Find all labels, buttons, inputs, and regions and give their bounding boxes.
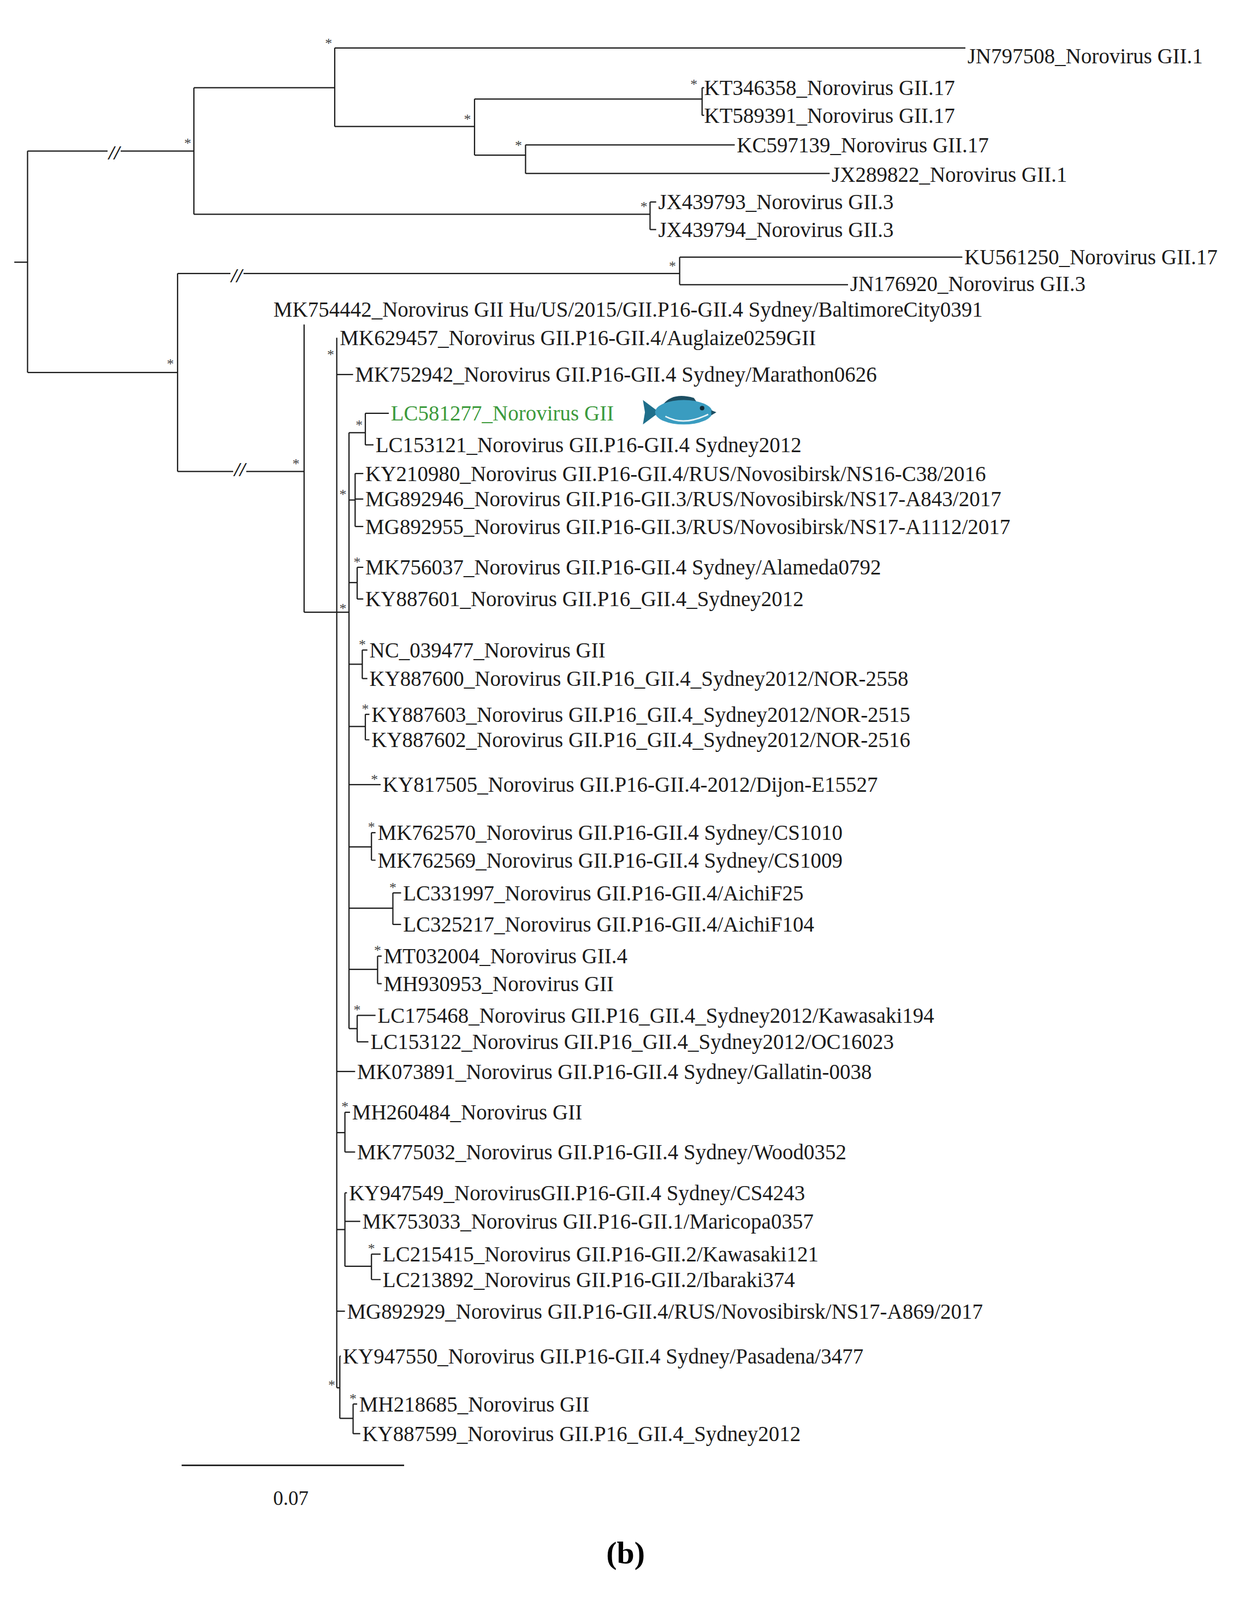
support-asterisk: * <box>514 140 523 151</box>
taxon-label: LC175468_Norovirus GII.P16_GII.4_Sydney2… <box>377 1004 934 1027</box>
support-asterisk: * <box>358 639 366 650</box>
taxon-label: KC597139_Norovirus GII.17 <box>736 134 989 156</box>
taxon-label: MG892946_Norovirus GII.P16-GII.3/RUS/Nov… <box>365 488 1002 510</box>
support-asterisk: * <box>668 261 677 272</box>
taxon-label: MK753033_Norovirus GII.P16-GII.1/Maricop… <box>362 1210 814 1232</box>
tree-branches <box>14 48 966 1434</box>
taxon-label: MT032004_Norovirus GII.4 <box>383 945 628 967</box>
support-asterisk: * <box>690 79 698 90</box>
support-asterisk: * <box>349 1394 357 1404</box>
support-asterisk: * <box>353 557 361 568</box>
scale-bar <box>181 1464 405 1467</box>
support-asterisk: * <box>640 202 648 212</box>
support-asterisk: * <box>463 114 471 125</box>
taxon-label: LC213892_Norovirus GII.P16-GII.2/Ibaraki… <box>382 1269 796 1291</box>
branch-break-mark: // <box>107 143 121 163</box>
support-asterisk: * <box>341 1101 349 1112</box>
taxon-label: KY887600_Norovirus GII.P16_GII.4_Sydney2… <box>369 667 909 690</box>
taxon-label: KU561250_Norovirus GII.17 <box>964 246 1218 268</box>
taxon-label: JX289822_Norovirus GII.1 <box>831 163 1067 186</box>
support-asterisk: * <box>355 420 363 431</box>
support-asterisk: * <box>368 822 376 833</box>
taxon-label: NC_039477_Norovirus GII <box>369 639 606 661</box>
support-asterisk: * <box>327 350 335 360</box>
figure-caption: (b) <box>606 1537 645 1569</box>
taxon-label: KY947550_Norovirus GII.P16-GII.4 Sydney/… <box>342 1345 864 1367</box>
taxon-label: JN797508_Norovirus GII.1 <box>967 45 1203 67</box>
taxon-label: LC215415_Norovirus GII.P16-GII.2/Kawasak… <box>382 1243 819 1265</box>
taxon-label: MK752942_Norovirus GII.P16-GII.4 Sydney/… <box>354 363 877 385</box>
support-asterisk: * <box>362 704 370 715</box>
taxon-label: JN176920_Norovirus GII.3 <box>850 273 1086 295</box>
taxon-label: MH260484_Norovirus GII <box>352 1101 583 1123</box>
taxon-label: JX439794_Norovirus GII.3 <box>657 218 894 241</box>
taxon-label: MK629457_Norovirus GII.P16-GII.4/Auglaiz… <box>339 327 816 349</box>
scale-value: 0.07 <box>273 1487 309 1509</box>
support-asterisk: * <box>167 359 175 370</box>
support-asterisk: * <box>374 945 382 956</box>
support-asterisk: * <box>339 603 347 614</box>
support-asterisk: * <box>370 774 378 785</box>
taxon-label: KY210980_Norovirus GII.P16-GII.4/RUS/Nov… <box>365 463 986 485</box>
branch-break-mark: // <box>233 459 247 480</box>
support-asterisk: * <box>184 138 192 149</box>
taxon-label: KT346358_Norovirus GII.17 <box>704 76 956 99</box>
support-asterisk: * <box>328 1380 336 1391</box>
taxon-label: LC581277_Norovirus GII <box>390 402 614 424</box>
support-asterisk: * <box>339 489 347 500</box>
taxon-label: KY887599_Norovirus GII.P16_GII.4_Sydney2… <box>362 1423 801 1445</box>
taxon-label: KY817505_Norovirus GII.P16-GII.4-2012/Di… <box>382 773 879 796</box>
taxon-label: KT589391_Norovirus GII.17 <box>704 104 956 127</box>
taxon-label: JX439793_Norovirus GII.3 <box>657 191 894 213</box>
taxon-label: MH218685_Norovirus GII <box>359 1393 590 1415</box>
taxon-label: MK073891_Norovirus GII.P16-GII.4 Sydney/… <box>357 1060 872 1083</box>
taxon-label: LC331997_Norovirus GII.P16-GII.4/AichiF2… <box>402 882 804 904</box>
taxon-label: LC325217_Norovirus GII.P16-GII.4/AichiF1… <box>402 913 815 935</box>
taxon-label: LC153121_Norovirus GII.P16-GII.4 Sydney2… <box>375 434 802 456</box>
taxon-label: MH930953_Norovirus GII <box>383 973 614 995</box>
branch-break-mark: // <box>230 265 244 286</box>
taxon-label: MK775032_Norovirus GII.P16-GII.4 Sydney/… <box>357 1141 847 1163</box>
fish-icon <box>642 395 717 425</box>
taxon-label: MG892929_Norovirus GII.P16-GII.4/RUS/Nov… <box>346 1300 983 1322</box>
taxon-label: KY887601_Norovirus GII.P16_GII.4_Sydney2… <box>365 588 804 610</box>
support-asterisk: * <box>292 459 300 470</box>
support-asterisk: * <box>389 882 397 893</box>
taxon-label: MK754442_Norovirus GII Hu/US/2015/GII.P1… <box>273 298 983 320</box>
support-asterisk: * <box>368 1243 376 1254</box>
taxon-label: KY947549_NorovirusGII.P16-GII.4 Sydney/C… <box>348 1182 805 1204</box>
taxon-label: KY887603_Norovirus GII.P16_GII.4_Sydney2… <box>371 703 911 726</box>
support-asterisk: * <box>324 38 332 49</box>
taxon-label: LC153122_Norovirus GII.P16_GII.4_Sydney2… <box>370 1030 894 1053</box>
taxon-label: MK762569_Norovirus GII.P16-GII.4 Sydney/… <box>377 849 843 871</box>
taxon-label: MK756037_Norovirus GII.P16-GII.4 Sydney/… <box>365 556 882 578</box>
taxon-label: KY887602_Norovirus GII.P16_GII.4_Sydney2… <box>371 728 911 751</box>
support-asterisk: * <box>353 1005 361 1016</box>
taxon-label: MG892955_Norovirus GII.P16-GII.3/RUS/Nov… <box>365 516 1011 538</box>
taxon-label: MK762570_Norovirus GII.P16-GII.4 Sydney/… <box>377 821 843 844</box>
